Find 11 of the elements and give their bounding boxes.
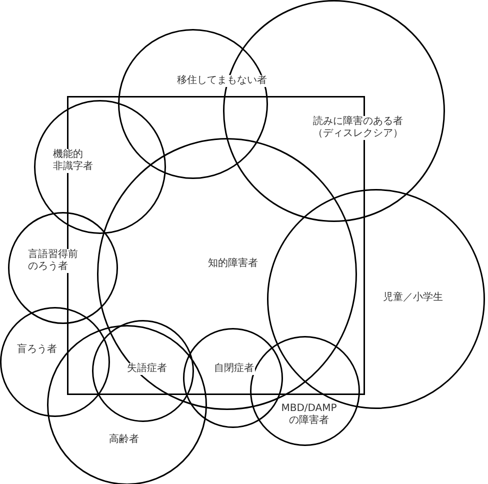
group-label: 移住してまもない者 xyxy=(176,75,268,87)
group-label: 自閉症者 xyxy=(213,363,255,375)
group-label: MBD/DAMPの障害者 xyxy=(280,403,338,427)
group-label: 機能的非識字者 xyxy=(52,149,94,173)
group-label: 知的障害者 xyxy=(207,258,259,270)
group-label: 盲ろう者 xyxy=(16,344,58,356)
group-label: 高齢者 xyxy=(108,434,140,446)
group-label: 読みに障害のある者（ディスレクシア） xyxy=(312,116,404,140)
group-label: 失語症者 xyxy=(126,363,168,375)
group-label: 児童／小学生 xyxy=(382,292,444,304)
group-label: 言語習得前のろう者 xyxy=(27,249,79,273)
